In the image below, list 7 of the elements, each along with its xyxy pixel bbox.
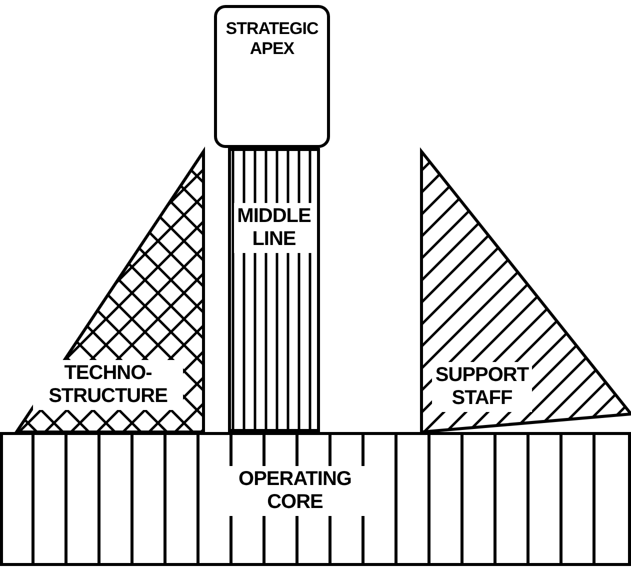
section-label: TECHNO- STRUCTURE	[33, 360, 183, 410]
section-label: MIDDLE LINE	[234, 203, 314, 253]
operating-core-bar	[0, 432, 631, 566]
apex-box	[214, 5, 330, 148]
middle-line-column	[228, 148, 320, 432]
section-label: SUPPORT STAFF	[432, 362, 532, 412]
support-staff-triangle	[420, 150, 631, 432]
